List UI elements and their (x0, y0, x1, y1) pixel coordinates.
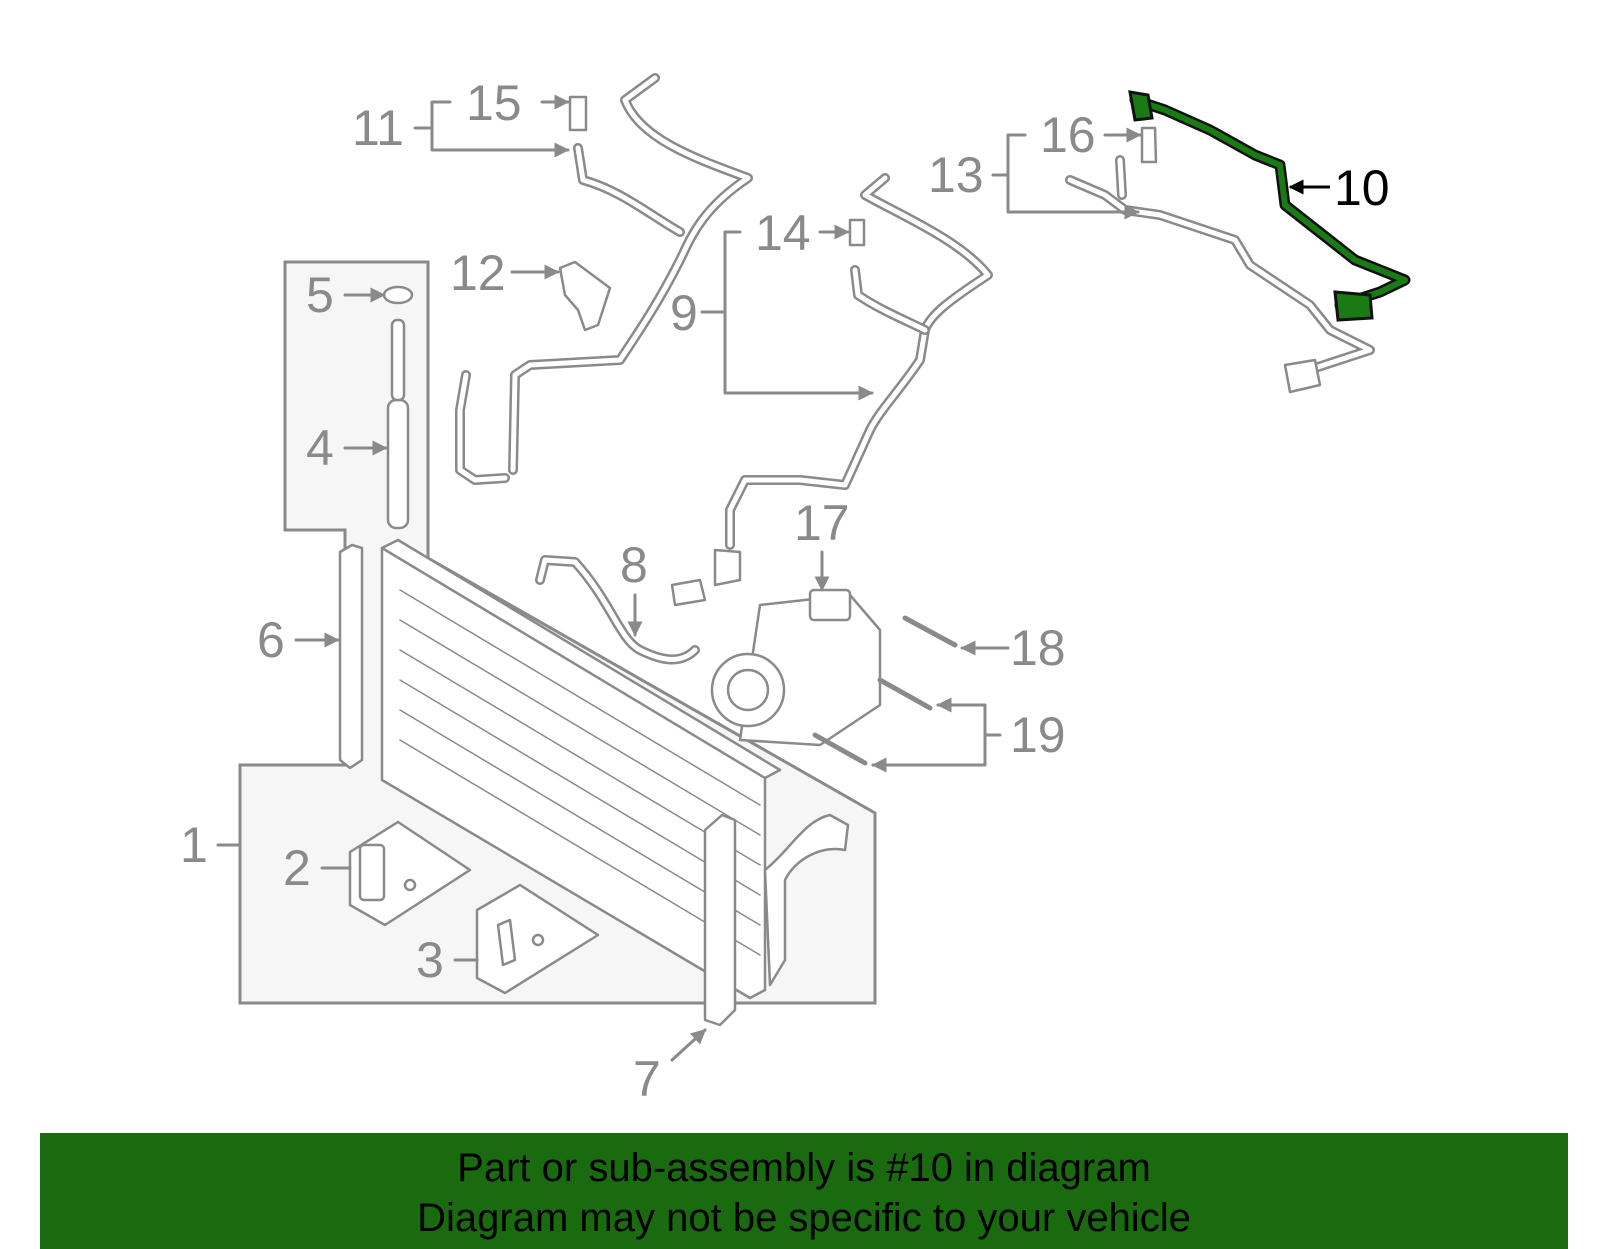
bolt-19a (877, 677, 933, 711)
seal-strip-left (338, 543, 364, 770)
drier-rod (390, 318, 406, 402)
line-9-fitting-2 (670, 578, 707, 607)
callout-leaders (216, 94, 1330, 1062)
small-hardware (558, 95, 1158, 332)
bracket-3 (496, 918, 517, 967)
callout-19: 19 (1010, 707, 1066, 763)
sensor-16 (1140, 126, 1158, 164)
line-11 (508, 73, 753, 475)
callout-14: 14 (755, 205, 811, 261)
callout-13: 13 (928, 147, 984, 203)
compressor-clutch-hub (726, 668, 770, 712)
drier-canister (386, 398, 410, 530)
line-11-branch (573, 143, 685, 237)
line-13-end-fitting (1283, 358, 1322, 394)
compressor-control-valve (808, 588, 852, 622)
condenser-outlet-pipe (763, 813, 850, 987)
bolt-18 (902, 615, 958, 648)
receiver-drier (382, 285, 414, 530)
line-13 (1065, 175, 1375, 383)
callout-15: 15 (466, 75, 522, 131)
callout-9: 9 (670, 285, 698, 341)
part-info-banner: Part or sub-assembly is #10 in diagram D… (40, 1133, 1568, 1249)
bolt-15 (568, 95, 588, 132)
ac-compressor (710, 588, 882, 747)
callout-12: 12 (450, 245, 506, 301)
line-10-top-fitting (1128, 90, 1154, 122)
callout-17: 17 (794, 495, 850, 551)
bolt-19b (812, 732, 868, 766)
line-9-fitting (713, 548, 742, 587)
line-10-bottom-fitting (1333, 290, 1374, 322)
callout-1: 1 (180, 817, 208, 873)
callout-5: 5 (306, 267, 334, 323)
banner-line-2: Diagram may not be specific to your vehi… (417, 1196, 1191, 1240)
drier-cap (382, 285, 414, 305)
callout-18: 18 (1010, 620, 1066, 676)
condenser-fins (399, 589, 761, 956)
bracket-12 (558, 260, 612, 332)
side-panel-right (703, 813, 737, 1027)
callout-4: 4 (306, 420, 334, 476)
callout-7: 7 (633, 1051, 661, 1107)
refrigerant-lines (455, 73, 1375, 665)
callout-6: 6 (257, 612, 285, 668)
banner-line-1: Part or sub-assembly is #10 in diagram (457, 1146, 1151, 1190)
bolt-14 (848, 218, 866, 247)
callout-16: 16 (1040, 107, 1096, 163)
bolt-3 (531, 933, 545, 947)
callout-11: 11 (352, 100, 404, 156)
condenser-top-rail (380, 538, 782, 780)
bolt-2 (403, 878, 417, 892)
line-10-tube (1132, 97, 1408, 308)
highlighted-line-10 (1128, 90, 1411, 322)
mounting-bolts (812, 615, 958, 766)
callout-2: 2 (283, 840, 311, 896)
callout-labels: 1 2 3 4 5 6 7 8 9 10 11 12 13 14 15 16 1… (180, 75, 1390, 1107)
line-11-hose (455, 370, 510, 485)
bracket-2 (358, 843, 386, 902)
callout-3: 3 (416, 932, 444, 988)
callout-8: 8 (620, 537, 648, 593)
callout-10: 10 (1334, 160, 1390, 216)
